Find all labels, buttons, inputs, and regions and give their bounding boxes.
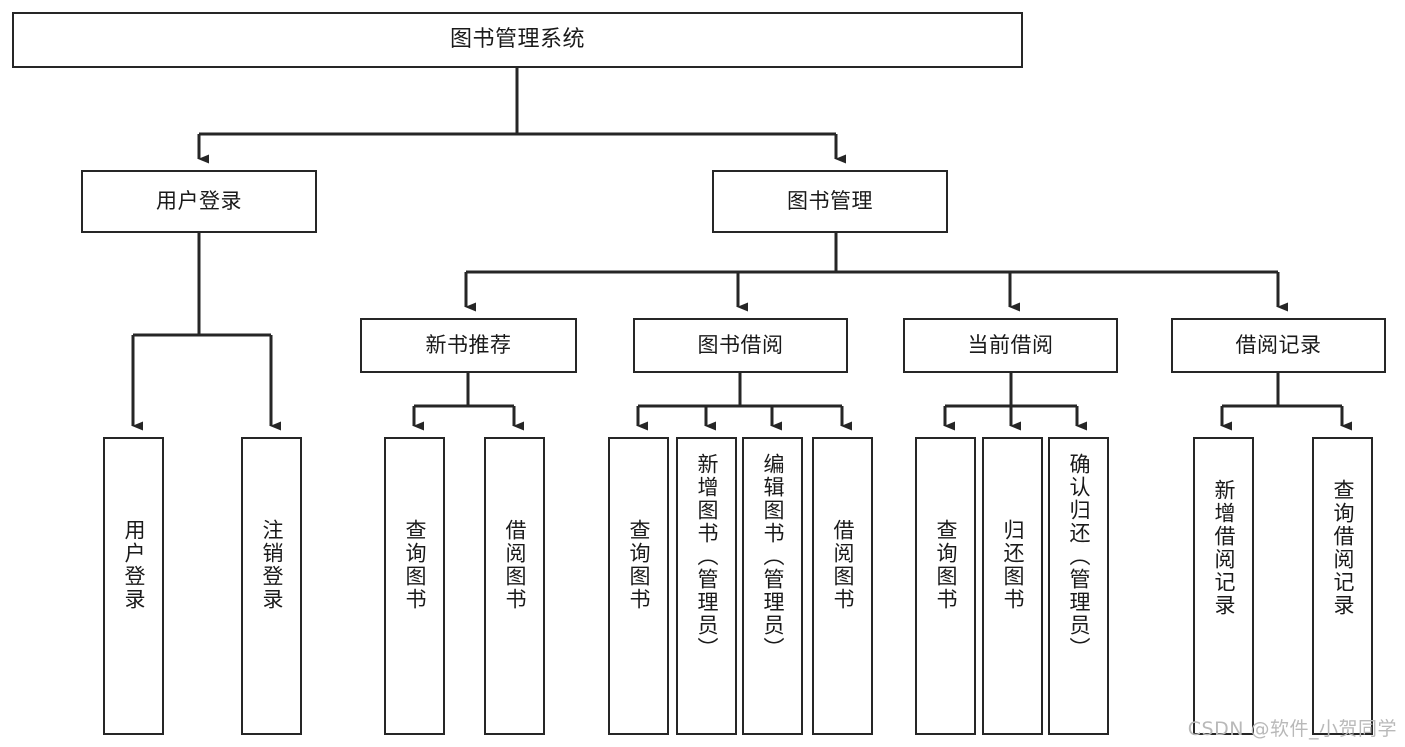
node-label: 归还图书 (1001, 519, 1025, 611)
leaf-book-borrow-add-book[interactable]: 新增图书（管理员） (676, 437, 737, 735)
node-label: 图书管理系统 (449, 27, 585, 53)
node-label: 图书管理 (787, 189, 873, 214)
node-label: 图书借阅 (697, 333, 784, 358)
node-current-borrow[interactable]: 当前借阅 (903, 318, 1118, 373)
leaf-new-book-query-book[interactable]: 查询图书 (384, 437, 445, 735)
node-label: 新书推荐 (425, 333, 512, 358)
node-label: 借阅图书 (831, 519, 855, 611)
node-label: 新增图书（管理员） (695, 453, 719, 660)
leaf-current-borrow-query-book[interactable]: 查询图书 (915, 437, 976, 735)
node-book-management[interactable]: 图书管理 (712, 170, 948, 233)
node-book-borrow[interactable]: 图书借阅 (633, 318, 848, 373)
node-root-book-management-system[interactable]: 图书管理系统 (12, 12, 1023, 68)
leaf-book-borrow-query-book[interactable]: 查询图书 (608, 437, 669, 735)
node-user-login[interactable]: 用户登录 (81, 170, 317, 233)
leaf-current-borrow-return-book[interactable]: 归还图书 (982, 437, 1043, 735)
node-label: 借阅记录 (1235, 333, 1322, 358)
leaf-borrow-record-query-record[interactable]: 查询借阅记录 (1312, 437, 1373, 735)
node-label: 编辑图书（管理员） (761, 453, 785, 660)
node-label: 当前借阅 (967, 333, 1054, 358)
leaf-user-login-logout[interactable]: 注销登录 (241, 437, 302, 735)
node-label: 查询图书 (627, 519, 651, 611)
node-label: 借阅图书 (503, 519, 527, 611)
node-label: 用户登录 (122, 519, 146, 611)
leaf-current-borrow-confirm-return[interactable]: 确认归还（管理员） (1048, 437, 1109, 735)
leaf-new-book-borrow-book[interactable]: 借阅图书 (484, 437, 545, 735)
node-new-book-recommend[interactable]: 新书推荐 (360, 318, 577, 373)
node-label: 查询借阅记录 (1331, 479, 1355, 617)
leaf-book-borrow-borrow-book[interactable]: 借阅图书 (812, 437, 873, 735)
node-label: 新增借阅记录 (1212, 479, 1236, 617)
node-label: 查询图书 (934, 519, 958, 611)
leaf-user-login-login[interactable]: 用户登录 (103, 437, 164, 735)
node-label: 查询图书 (403, 519, 427, 611)
node-borrow-record[interactable]: 借阅记录 (1171, 318, 1386, 373)
node-label: 注销登录 (260, 519, 284, 611)
leaf-borrow-record-add-record[interactable]: 新增借阅记录 (1193, 437, 1254, 735)
node-label: 用户登录 (156, 189, 242, 214)
node-label: 确认归还（管理员） (1067, 453, 1091, 660)
leaf-book-borrow-edit-book[interactable]: 编辑图书（管理员） (742, 437, 803, 735)
